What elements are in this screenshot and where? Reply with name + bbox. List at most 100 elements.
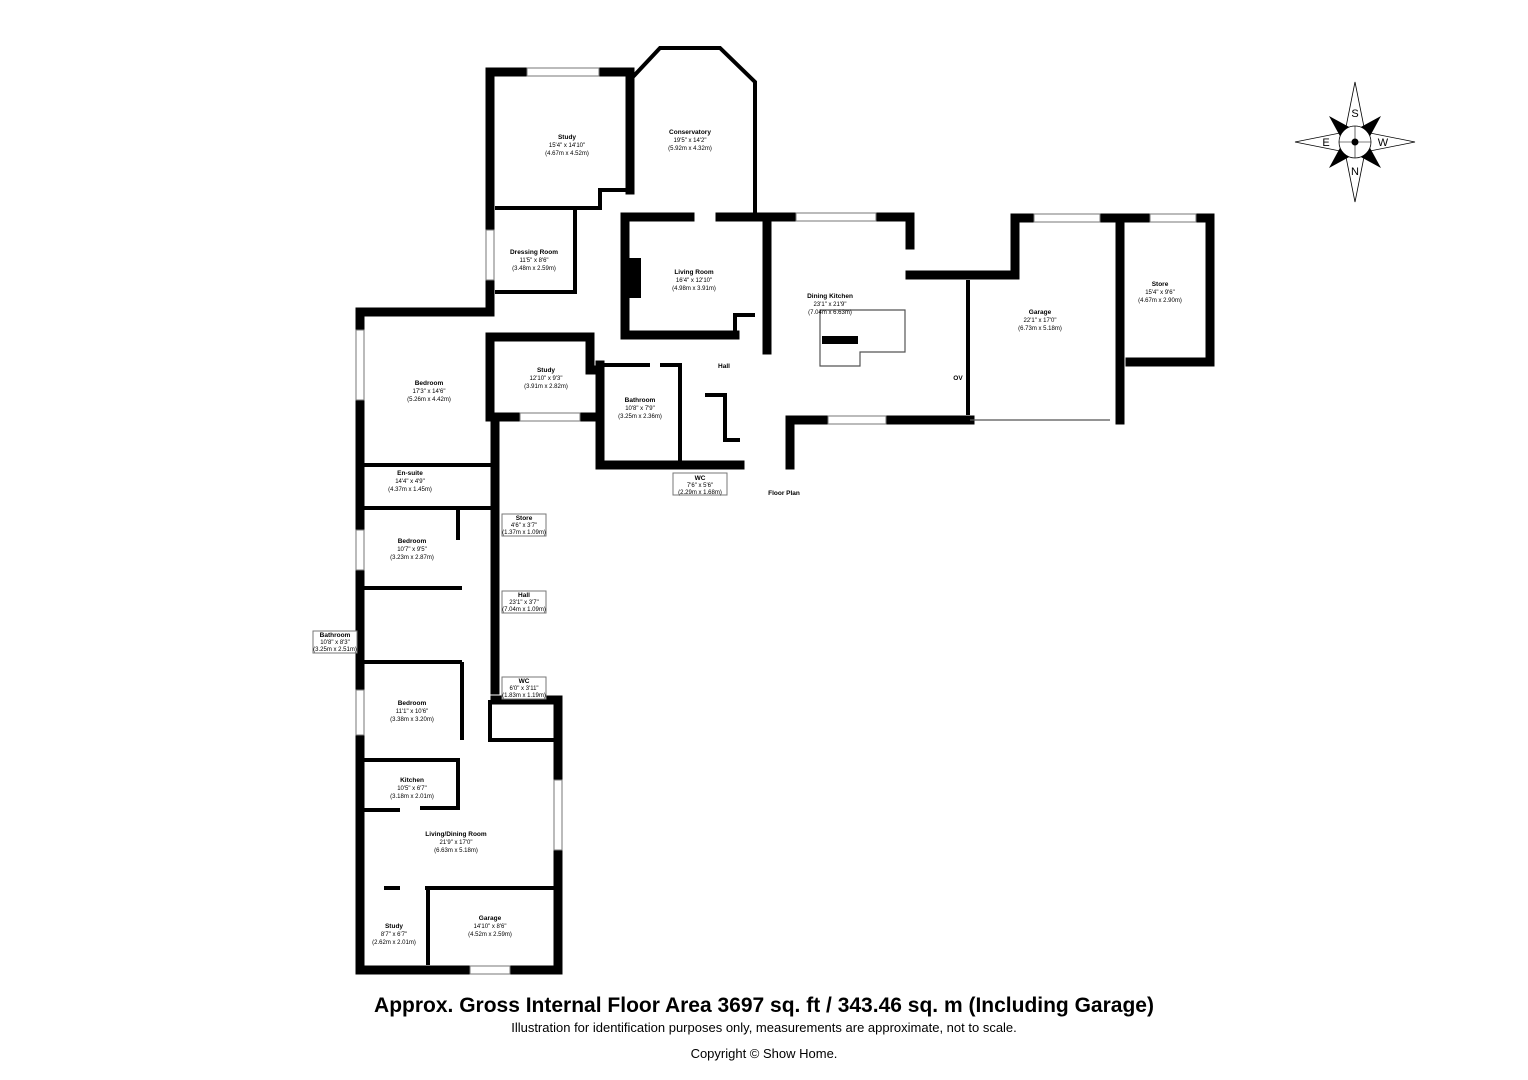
svg-text:Garage: Garage — [1029, 309, 1052, 316]
gross-area-text: Approx. Gross Internal Floor Area 3697 s… — [374, 994, 1154, 1017]
svg-text:Hall: Hall — [518, 592, 530, 599]
svg-text:(3.25m x 2.36m): (3.25m x 2.36m) — [618, 414, 662, 420]
svg-text:Kitchen: Kitchen — [400, 777, 424, 784]
svg-text:10'5" x 6'7": 10'5" x 6'7" — [397, 786, 427, 792]
svg-text:N: N — [1351, 166, 1359, 178]
svg-text:15'4" x 9'6": 15'4" x 9'6" — [1145, 290, 1175, 296]
oven-label: OV — [953, 375, 963, 382]
svg-text:15'4" x 14'10": 15'4" x 14'10" — [549, 143, 585, 149]
svg-text:14'4" x 4'9": 14'4" x 4'9" — [395, 479, 425, 485]
svg-text:(3.23m x 2.87m): (3.23m x 2.87m) — [390, 555, 434, 561]
svg-text:Bedroom: Bedroom — [398, 700, 427, 707]
svg-text:Bathroom: Bathroom — [320, 632, 351, 639]
svg-text:Garage: Garage — [479, 915, 502, 922]
svg-text:19'5" x 14'2": 19'5" x 14'2" — [674, 138, 707, 144]
svg-text:(2.62m x 2.01m): (2.62m x 2.01m) — [372, 940, 416, 946]
room-en-suite: En-suite 14'4" x 4'9" (4.37m x 1.45m) — [388, 470, 432, 493]
svg-text:(1.37m x 1.09m): (1.37m x 1.09m) — [502, 530, 546, 536]
svg-text:6'0" x 3'11": 6'0" x 3'11" — [509, 686, 538, 692]
svg-text:Study: Study — [385, 923, 403, 930]
svg-text:(6.73m x 5.18m): (6.73m x 5.18m) — [1018, 326, 1062, 332]
room-living-room: Living Room 16'4" x 12'10" (4.98m x 3.91m) — [672, 269, 716, 292]
room-wc-1: WC7'6" x 5'6"(2.29m x 1.68m) — [672, 472, 728, 496]
room-dressing-room: Dressing Room 11'5" x 8'6" (3.48m x 2.59m) — [510, 249, 558, 272]
svg-text:(3.48m x 2.59m): (3.48m x 2.59m) — [512, 266, 556, 272]
room-garage-2: Garage 14'10" x 8'6" (4.52m x 2.59m) — [468, 915, 512, 938]
svg-text:11'5" x 8'6": 11'5" x 8'6" — [519, 258, 548, 264]
svg-text:17'3" x 14'6": 17'3" x 14'6" — [413, 389, 446, 395]
compass-rose-icon: S N E W — [1294, 81, 1416, 203]
floor-plan-label: Floor Plan — [768, 490, 800, 497]
svg-text:(4.67m x 4.52m): (4.67m x 4.52m) — [545, 151, 589, 157]
svg-text:Bedroom: Bedroom — [415, 380, 444, 387]
svg-text:(4.98m x 3.91m): (4.98m x 3.91m) — [672, 286, 716, 292]
svg-text:Living/Dining Room: Living/Dining Room — [425, 831, 487, 838]
room-store-1: Store 15'4" x 9'6" (4.67m x 2.90m) — [1138, 281, 1182, 304]
svg-text:10'7" x 9'5": 10'7" x 9'5" — [397, 547, 427, 553]
svg-text:Living Room: Living Room — [674, 269, 714, 276]
room-study-2: Study 12'10" x 9'3" (3.91m x 2.82m) — [524, 367, 568, 390]
svg-text:(3.38m x 3.20m): (3.38m x 3.20m) — [390, 717, 434, 723]
svg-text:(3.91m x 2.82m): (3.91m x 2.82m) — [524, 384, 568, 390]
svg-text:22'1" x 17'0": 22'1" x 17'0" — [1024, 318, 1057, 324]
room-kitchen: Kitchen 10'5" x 6'7" (3.18m x 2.01m) — [390, 777, 434, 800]
svg-text:23'1" x 21'9": 23'1" x 21'9" — [814, 302, 847, 308]
svg-text:Bathroom: Bathroom — [625, 397, 656, 404]
svg-text:7'6" x 5'6": 7'6" x 5'6" — [687, 483, 713, 489]
svg-text:21'9" x 17'0": 21'9" x 17'0" — [440, 840, 473, 846]
svg-text:(4.52m x 2.59m): (4.52m x 2.59m) — [468, 932, 512, 938]
svg-text:8'7" x 6'7": 8'7" x 6'7" — [381, 932, 407, 938]
svg-text:(1.83m x 1.19m): (1.83m x 1.19m) — [502, 693, 546, 699]
svg-text:(5.26m x 4.42m): (5.26m x 4.42m) — [407, 397, 451, 403]
svg-text:(7.04m x 6.63m): (7.04m x 6.63m) — [808, 310, 852, 316]
svg-text:WC: WC — [695, 475, 706, 482]
svg-text:Dining Kitchen: Dining Kitchen — [807, 293, 853, 300]
svg-text:Study: Study — [558, 134, 576, 141]
room-garage-1: Garage 22'1" x 17'0" (6.73m x 5.18m) — [1018, 309, 1062, 332]
svg-text:E: E — [1322, 137, 1329, 149]
svg-text:23'1" x 3'7": 23'1" x 3'7" — [509, 600, 539, 606]
room-wc-2: WC6'0" x 3'11"(1.83m x 1.19m) — [501, 676, 547, 700]
room-dining-kitchen: Dining Kitchen 23'1" x 21'9" (7.04m x 6.63… — [807, 293, 853, 316]
svg-text:(2.29m x 1.68m): (2.29m x 1.68m) — [678, 490, 722, 496]
svg-text:(3.18m x 2.01m): (3.18m x 2.01m) — [390, 794, 434, 800]
room-labels: Study 15'4" x 14'10" (4.67m x 4.52m) Conse… — [312, 129, 1182, 946]
room-hall-1: Hall — [718, 363, 730, 370]
svg-text:11'1" x 10'6": 11'1" x 10'6" — [396, 709, 428, 715]
svg-text:Dressing Room: Dressing Room — [510, 249, 558, 256]
svg-text:14'10" x 8'6": 14'10" x 8'6" — [474, 924, 507, 930]
svg-text:(3.25m x 2.51m): (3.25m x 2.51m) — [313, 647, 357, 653]
svg-text:Study: Study — [537, 367, 555, 374]
room-bathroom-1: Bathroom 10'8" x 7'9" (3.25m x 2.36m) — [618, 397, 662, 420]
room-living-dining: Living/Dining Room 21'9" x 17'0" (6.63m x … — [425, 831, 487, 854]
room-study-3: Study 8'7" x 6'7" (2.62m x 2.01m) — [372, 923, 416, 946]
svg-text:(4.37m x 1.45m): (4.37m x 1.45m) — [388, 487, 432, 493]
svg-text:W: W — [1378, 137, 1389, 149]
svg-text:Bedroom: Bedroom — [398, 538, 427, 545]
svg-text:Store: Store — [1152, 281, 1169, 288]
svg-text:S: S — [1351, 108, 1358, 120]
room-bedroom-2: Bedroom 10'7" x 9'5" (3.23m x 2.87m) — [390, 538, 434, 561]
disclaimer-text: Illustration for identification purposes… — [511, 1020, 1017, 1035]
svg-text:12'10" x 9'3": 12'10" x 9'3" — [530, 376, 563, 382]
room-bedroom-1: Bedroom 17'3" x 14'6" (5.26m x 4.42m) — [407, 380, 451, 403]
svg-text:En-suite: En-suite — [397, 470, 423, 477]
svg-text:10'8" x 7'9": 10'8" x 7'9" — [625, 406, 655, 412]
walls — [355, 46, 1215, 975]
svg-text:10'8" x 8'3": 10'8" x 8'3" — [320, 640, 350, 646]
svg-text:(4.67m x 2.90m): (4.67m x 2.90m) — [1138, 298, 1182, 304]
svg-text:16'4" x 12'10": 16'4" x 12'10" — [676, 278, 712, 284]
svg-text:Store: Store — [516, 515, 533, 522]
svg-text:WC: WC — [519, 678, 530, 685]
svg-text:Conservatory: Conservatory — [669, 129, 711, 136]
svg-text:(7.04m x 1.09m): (7.04m x 1.09m) — [502, 607, 546, 613]
room-bedroom-3: Bedroom 11'1" x 10'6" (3.38m x 3.20m) — [390, 700, 434, 723]
svg-text:(6.63m x 5.18m): (6.63m x 5.18m) — [434, 848, 478, 854]
copyright-text: Copyright © Show Home. — [690, 1046, 838, 1061]
svg-text:4'6" x 3'7": 4'6" x 3'7" — [511, 523, 537, 529]
